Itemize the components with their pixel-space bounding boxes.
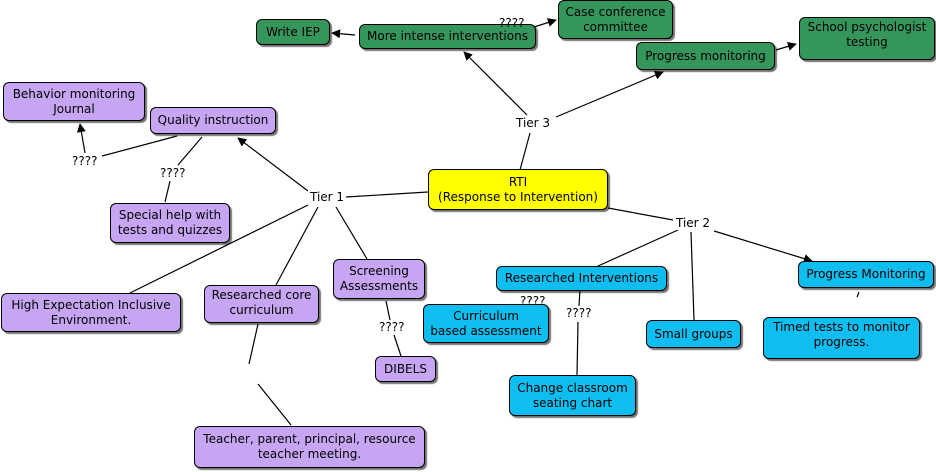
node-researched-core-curriculum[interactable]: Researched core curriculum [204, 285, 319, 323]
edge-tier1-high-expect [129, 204, 309, 294]
edge-more-intense-write-iep [331, 29, 356, 39]
label-q-behavior[interactable]: ???? [70, 154, 100, 168]
edge-screening-q-dibels [385, 300, 391, 321]
edge-quality-q-special [177, 136, 203, 166]
label-q-case[interactable]: ???? [499, 16, 525, 30]
label-q-curriculum[interactable]: ???? [520, 294, 546, 308]
node-timed-tests[interactable]: Timed tests to monitor progress. [763, 317, 920, 359]
node-rti[interactable]: RTI (Response to Intervention) [428, 169, 608, 210]
node-case-conference-committee[interactable]: Case conference committee [558, 0, 673, 39]
edge-rti-tier1 [345, 191, 429, 198]
node-write-iep[interactable]: Write IEP [256, 19, 330, 45]
node-dibels[interactable]: DIBELS [375, 356, 436, 382]
label-q-special[interactable]: ???? [158, 166, 188, 180]
node-screening-assessments[interactable]: Screening Assessments [333, 259, 425, 299]
label-tier3[interactable]: Tier 3 [514, 116, 553, 130]
edge-tier2-progress [713, 230, 813, 263]
edge-tier1-screening [335, 206, 368, 260]
node-high-expectation-environment[interactable]: High Expectation Inclusive Environment. [1, 293, 181, 332]
node-researched-interventions[interactable]: Researched Interventions [496, 266, 667, 291]
node-special-help[interactable]: Special help with tests and quizzes [110, 203, 230, 243]
edge-tier1-core [275, 206, 319, 286]
edge-progress-school-psych [775, 42, 797, 51]
edge-tier2-small-groups [690, 231, 695, 321]
edge-quality-q-behavior [101, 135, 178, 157]
edge-core-meeting-a [248, 323, 259, 365]
edge-progress-timed [856, 291, 860, 298]
edge-q-behavior-journal [76, 123, 86, 154]
edge-q-seating-change [576, 321, 579, 376]
edge-tier3-more-intense [463, 51, 528, 116]
edge-core-meeting-b [257, 383, 292, 426]
label-tier2[interactable]: Tier 2 [674, 216, 713, 230]
label-tier1[interactable]: Tier 1 [308, 190, 347, 204]
node-small-groups[interactable]: Small groups [646, 320, 741, 348]
node-change-classroom-seating[interactable]: Change classroom seating chart [509, 375, 636, 416]
node-teacher-parent-meeting[interactable]: Teacher, parent, principal, resource tea… [194, 426, 425, 468]
edge-rti-tier2 [607, 207, 674, 221]
edge-tier2-interventions [597, 229, 679, 267]
node-quality-instruction[interactable]: Quality instruction [150, 107, 276, 134]
node-progress-monitoring-tier3[interactable]: Progress monitoring [636, 42, 775, 70]
edge-interventions-q-seating [578, 289, 581, 307]
label-q-seating[interactable]: ???? [564, 306, 594, 320]
edge-tier3-progress [555, 70, 664, 118]
node-school-psychologist-testing[interactable]: School psychologist testing [799, 17, 935, 60]
edge-rti-tier3 [519, 132, 531, 171]
node-more-intense-interventions[interactable]: More intense interventions [359, 24, 536, 49]
edge-more-intense-case [533, 18, 557, 28]
node-behavior-monitoring-journal[interactable]: Behavior monitoring Journal [3, 82, 145, 121]
edge-q-special-help [164, 180, 171, 203]
label-q-dibels[interactable]: ???? [377, 320, 407, 334]
edge-tier1-quality [237, 137, 309, 192]
node-curriculum-based-assessment[interactable]: Curriculum based assessment [423, 304, 549, 343]
edge-q-dibels-dibels [393, 334, 402, 357]
node-progress-monitoring-tier2[interactable]: Progress Monitoring [798, 261, 934, 288]
